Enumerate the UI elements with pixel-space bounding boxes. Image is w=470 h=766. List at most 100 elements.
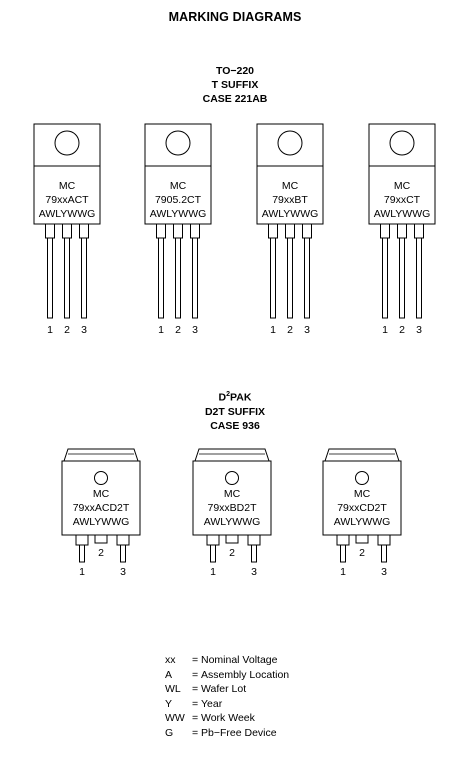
marking-line-1: MC	[282, 180, 299, 192]
pin-number: 1	[158, 324, 164, 336]
legend-equals: =	[192, 654, 199, 666]
d2pak-tab-top	[194, 448, 270, 462]
legend-meaning: Nominal Voltage	[201, 654, 278, 666]
marking-line-3: AWLYWWG	[39, 208, 96, 220]
d2pak-pin1-dot	[225, 471, 239, 485]
to220-lead-shoulder	[45, 223, 55, 239]
legend-row: WL=Wafer Lot	[165, 682, 289, 697]
to220-header: TO−220 T SUFFIX CASE 221AB	[0, 64, 470, 106]
pin-number: 3	[304, 324, 310, 336]
legend-meaning: Wafer Lot	[201, 683, 247, 696]
to220-lead-shoulder	[62, 223, 72, 239]
to220-mounting-hole	[54, 130, 80, 156]
pin-number: 3	[381, 566, 387, 578]
to220-lead	[64, 237, 70, 319]
to220-lead-shoulder	[380, 223, 390, 239]
to220-lead	[382, 237, 388, 319]
marking-line-2: 7905.2CT	[155, 194, 202, 206]
d2pak-lead-shoulder	[116, 534, 130, 546]
legend-symbol: WW	[165, 712, 185, 725]
marking-line-2: 79xxBD2T	[207, 502, 257, 514]
d2pak-lead	[381, 544, 387, 563]
pin-number: 1	[270, 324, 276, 336]
pin-number: 3	[416, 324, 422, 336]
d2pak-lead-shoulder	[336, 534, 350, 546]
pin-number: 1	[79, 566, 85, 578]
pin-number: 1	[210, 566, 216, 578]
to220-mounting-hole	[389, 130, 415, 156]
legend-symbol: xx	[165, 654, 176, 666]
page-title: MARKING DIAGRAMS	[168, 10, 302, 24]
to220-lead-shoulder	[268, 223, 278, 239]
to220-body	[33, 165, 101, 225]
pin-number: 1	[340, 566, 346, 578]
legend-row: A=Assembly Location	[165, 668, 289, 683]
to220-lead	[399, 237, 405, 319]
marking-line-1: MC	[354, 488, 371, 500]
pin-number: 2	[359, 547, 365, 559]
to220-body	[144, 165, 212, 225]
legend-symbol: A	[165, 668, 173, 681]
marking-line-3: AWLYWWG	[204, 516, 261, 528]
pin-number: 1	[47, 324, 53, 336]
to220-lead	[304, 237, 310, 319]
legend-equals: =	[192, 697, 199, 710]
legend-row: WW =Work Week	[165, 711, 289, 726]
legend-row: xx =Nominal Voltage	[165, 653, 289, 668]
pin-number: 2	[229, 547, 235, 559]
marking-line-1: MC	[170, 180, 187, 192]
pin-number: 3	[120, 566, 126, 578]
to220-lead	[47, 237, 53, 319]
to220-case: CASE 221AB	[202, 93, 268, 105]
d2pak-lead-shoulder	[247, 534, 261, 546]
marking-line-3: AWLYWWG	[374, 208, 431, 220]
d2pak-tab-top	[324, 448, 400, 462]
d2pak-lead	[79, 544, 85, 563]
legend-row: Y=Year	[165, 697, 289, 712]
d2pak-lead-shoulder	[206, 534, 220, 546]
pin-number: 2	[399, 324, 405, 336]
pin-number: 2	[175, 324, 181, 336]
d2pak-pin1-dot	[355, 471, 369, 485]
legend-symbol: Y	[165, 697, 173, 710]
to220-lead-shoulder	[285, 223, 295, 239]
d2pak-center-stub	[355, 534, 369, 544]
d2pak-lead-shoulder	[377, 534, 391, 546]
legend: xx=Nominal Voltage A=Assembly Location W…	[165, 653, 289, 741]
d2pak-header: D2PAK D2T SUFFIX CASE 936	[0, 388, 470, 433]
marking-line-2: 79xxACD2T	[73, 502, 130, 514]
legend-meaning: Assembly Location	[201, 668, 290, 681]
to220-lead-shoulder	[156, 223, 166, 239]
legend-equals: =	[192, 712, 199, 725]
to220-lead	[81, 237, 87, 319]
to220-lead-shoulder	[414, 223, 424, 239]
to220-lead-shoulder	[190, 223, 200, 239]
marking-line-3: AWLYWWG	[73, 516, 130, 528]
to220-suffix: T SUFFIX	[211, 79, 259, 91]
marking-line-1: MC	[59, 180, 76, 192]
to220-lead	[287, 237, 293, 319]
marking-line-3: AWLYWWG	[262, 208, 319, 220]
marking-line-1: MC	[394, 180, 411, 192]
to220-lead-shoulder	[79, 223, 89, 239]
pin-number: 2	[287, 324, 293, 336]
marking-line-3: AWLYWWG	[334, 516, 391, 528]
pin-number: 3	[81, 324, 87, 336]
to220-lead-shoulder	[397, 223, 407, 239]
d2pak-lead	[251, 544, 257, 563]
to220-lead	[416, 237, 422, 319]
marking-line-1: MC	[93, 488, 110, 500]
legend-symbol: WL	[165, 683, 181, 696]
pin-number: 1	[382, 324, 388, 336]
legend-meaning: Work Week	[201, 712, 255, 725]
to220-lead-shoulder	[173, 223, 183, 239]
d2pak-tab-top	[63, 448, 139, 462]
d2pak-center-stub	[225, 534, 239, 544]
to220-package-name: TO−220	[215, 65, 255, 77]
